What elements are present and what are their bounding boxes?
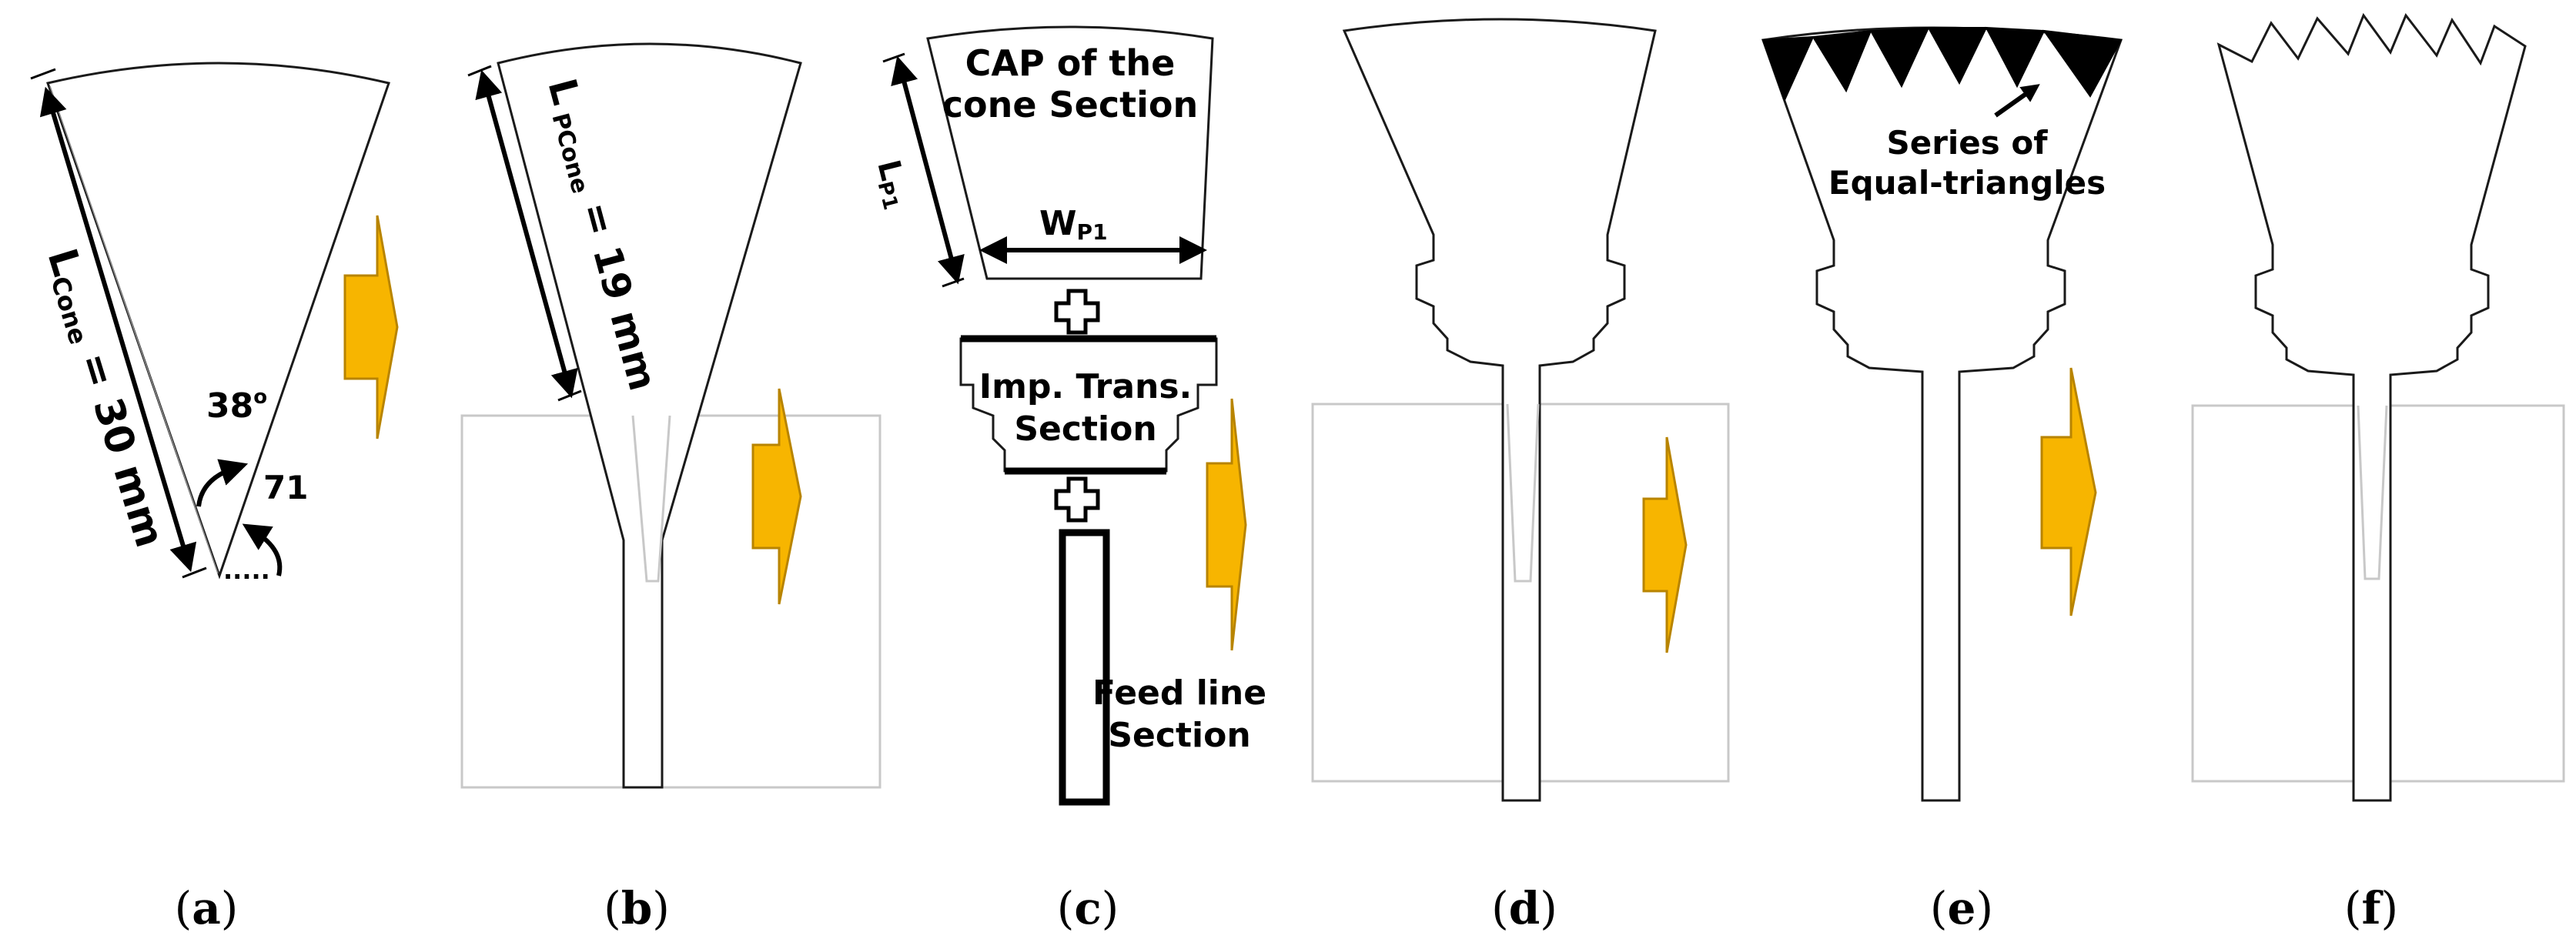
caption-f: (f)	[2344, 882, 2398, 934]
feed-label-line2: Section	[1108, 716, 1250, 755]
flow-arrow-e	[2040, 367, 2097, 617]
panel-b: L PCone = 19 mm	[460, 42, 882, 789]
triangles-label-line1: Series of	[1886, 124, 2048, 162]
flow-arrow-d	[1642, 436, 1688, 653]
caption-a: (a)	[175, 882, 239, 934]
caption-b: (b)	[604, 882, 670, 934]
caption-e: (e)	[1930, 882, 1993, 934]
feed-line-section	[1059, 529, 1110, 806]
caption-d: (d)	[1491, 882, 1557, 934]
imp-label-line2: Section	[1014, 409, 1156, 449]
lp1-dimension	[882, 52, 965, 288]
pcone-length-dimension	[467, 65, 582, 402]
cap-label-line1: CAP of the	[965, 42, 1176, 84]
triangles-label-line2: Equal-triangles	[1828, 164, 2106, 202]
flow-arrow-c	[1206, 398, 1247, 651]
panel-f	[2191, 12, 2565, 802]
wp1-label: WP1	[1039, 204, 1108, 245]
panel-a: LCone = 30 mm 38o 71 .....	[30, 62, 399, 585]
imp-label-line1: Imp. Trans.	[979, 367, 1193, 406]
feed-label-line1: Feed line	[1092, 673, 1266, 713]
angle-38-label: 38o	[206, 386, 267, 426]
angle-71-label: 71	[263, 469, 308, 506]
cone-length-dimension	[30, 68, 207, 579]
panel-e: Series of Equal-triangles	[1761, 26, 2123, 802]
lp1-label: LP1	[868, 156, 916, 212]
baseline-dots: .....	[223, 556, 270, 585]
plus-sign-1	[1054, 289, 1100, 335]
equal-triangles-series	[1761, 26, 2123, 102]
panel-d	[1311, 18, 1730, 802]
plus-sign-2	[1054, 476, 1100, 523]
caption-c: (c)	[1057, 882, 1119, 934]
antenna-d	[1342, 18, 1657, 802]
cap-label-line2: cone Section	[942, 84, 1199, 125]
antenna-f	[2216, 12, 2527, 802]
panel-c: CAP of the cone Section LP1 WP1 Imp. Tra…	[868, 25, 1266, 806]
cone-sector	[46, 62, 390, 580]
flow-arrow-b	[751, 388, 802, 605]
captions: (a) (b) (c) (d) (e) (f)	[175, 882, 2399, 934]
cap-section	[926, 25, 1214, 280]
flow-arrow-a	[343, 215, 399, 439]
